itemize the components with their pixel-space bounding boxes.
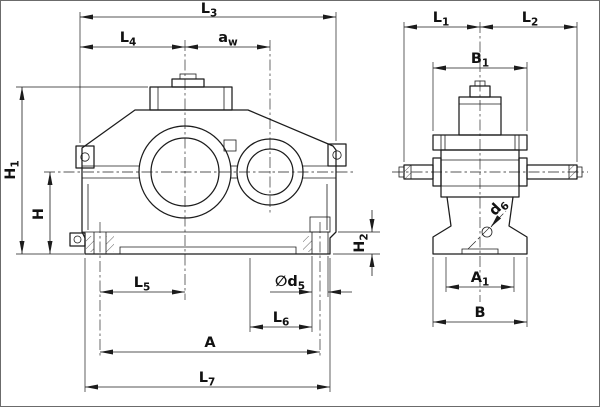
breather-plug [171,78,205,88]
dimension-b: B [433,305,527,325]
dimension-h: H [31,172,53,254]
dimension-l4: L4 [80,30,185,50]
left-lug [69,232,86,247]
dim-label-aw: aw [218,30,238,49]
dim-label-l1: L1 [433,10,450,29]
dim-label-d5: ∅d5 [275,274,305,293]
dimension-aw: aw [185,30,270,50]
dimension-a1: A1 [446,270,514,290]
dimension-l7: L7 [85,370,330,390]
dimension-h2: H2 [352,210,375,276]
oil-plug [223,139,237,152]
front-view [44,40,354,357]
right-ear-hole [332,150,342,160]
side-foot-relief [461,248,499,254]
dimension-h1: H1 [3,87,25,254]
dim-label-h: H [31,208,47,220]
dim-label-h2: H2 [352,233,371,252]
breather-knob [179,73,197,80]
flange-bolts [440,135,520,150]
dim-label-b1: B1 [471,51,489,70]
foot-bolt-hole-d6 [481,226,493,238]
base-relief [119,246,297,254]
left-ear [75,145,95,169]
dimension-a: A [100,335,320,355]
dim-label-b: B [474,305,485,321]
dimension-d5: ∅d5 [270,274,352,295]
dimension-l1: L1 [404,10,480,30]
dim-label-a: A [204,335,216,351]
d6-hole-diagonal-centerline [467,210,507,250]
dimension-d6: d6 [486,195,512,228]
side-view [392,22,588,302]
dimension-l6: L6 [250,310,312,330]
dim-label-l3: L3 [201,1,218,20]
side-foot [432,196,528,255]
front-centerlines [44,40,354,357]
dim-label-h1: H1 [3,160,22,179]
inspection-cap [149,86,233,111]
dim-label-l5: L5 [134,275,151,294]
dimension-l3: L3 [80,1,336,20]
dim-label-l4: L4 [120,30,137,49]
dimension-b1: B1 [433,51,527,71]
dim-label-l6: L6 [273,310,290,329]
dim-label-l7: L7 [199,370,216,389]
right-ear [327,143,347,167]
dim-label-a1: A1 [471,270,490,289]
section-hatching [86,236,312,252]
dimension-l2: L2 [480,10,577,30]
split-flange-lines [82,165,336,179]
left-lug-hole [73,235,82,244]
dim-label-l2: L2 [522,10,539,29]
dim-label-d6: d6 [486,195,512,221]
foot-bolt-holes [93,232,329,254]
left-ear-hole [80,152,90,162]
dimension-l5: L5 [100,275,185,295]
